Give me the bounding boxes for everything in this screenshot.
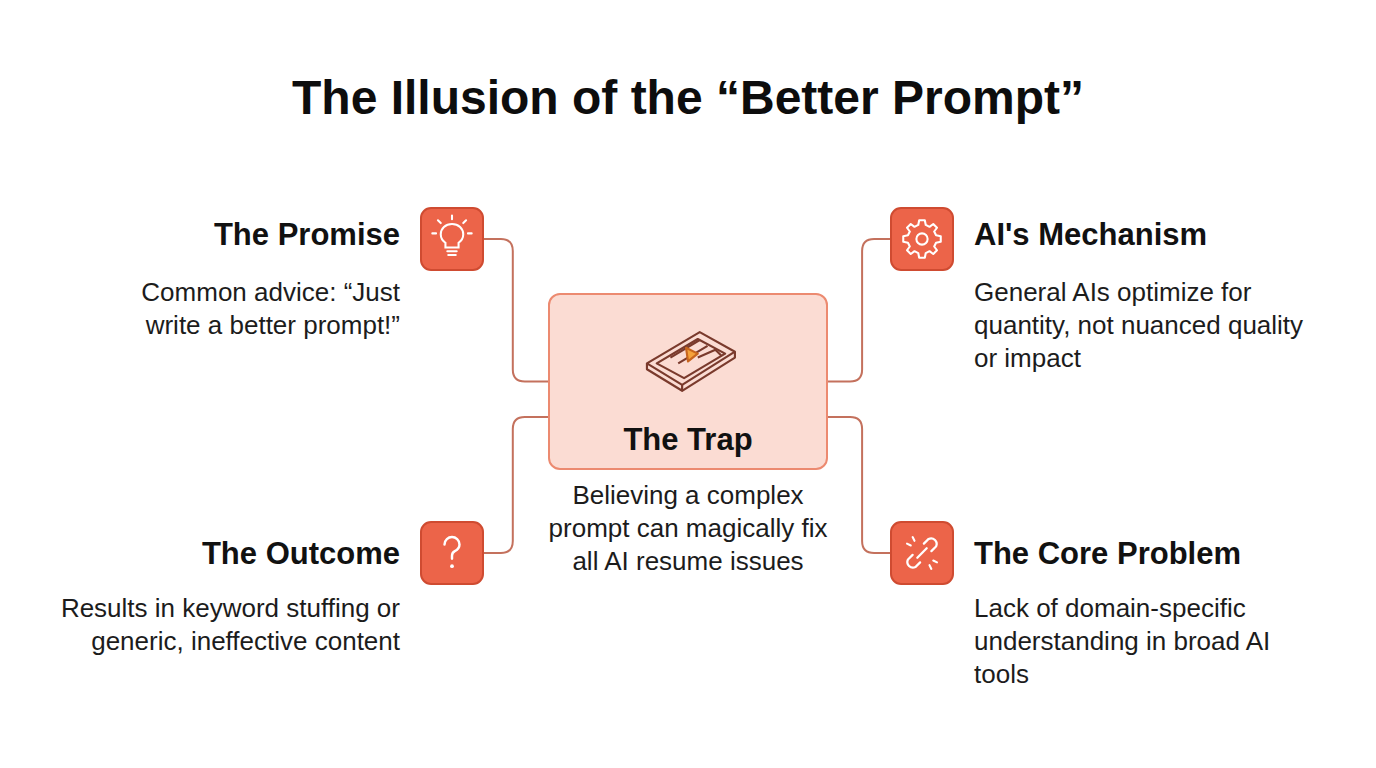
item-description: Believing a complex prompt can magically…	[538, 479, 838, 578]
item-icon	[422, 209, 482, 269]
item-heading: AI's Mechanism	[974, 217, 1207, 253]
item-heading: The Outcome	[202, 536, 400, 572]
core-problem-item: The Core ProblemLack of domain-specific …	[890, 521, 954, 585]
item-icon	[422, 523, 482, 583]
item-heading: The Core Problem	[974, 536, 1241, 572]
item-description: Lack of domain-specific understanding in…	[974, 592, 1314, 691]
item-heading: The Trap	[548, 422, 828, 458]
promise-item: The PromiseCommon advice: “Just write a …	[420, 207, 484, 271]
diagram-title: The Illusion of the “Better Prompt”	[0, 70, 1376, 125]
connector-line	[828, 239, 890, 382]
item-description: Results in keyword stuffing or generic, …	[50, 592, 400, 658]
connector-line	[484, 417, 548, 553]
item-icon	[892, 209, 952, 269]
connector-line	[828, 417, 890, 553]
item-description: General AIs optimize for quantity, not n…	[974, 276, 1314, 375]
outcome-item: The OutcomeResults in keyword stuffing o…	[420, 521, 484, 585]
item-description: Common advice: “Just write a better prom…	[100, 276, 400, 342]
item-heading: The Promise	[214, 217, 400, 253]
item-icon	[892, 523, 952, 583]
trap-box: The TrapBelieving a complex prompt can m…	[548, 293, 828, 470]
mechanism-item: AI's MechanismGeneral AIs optimize for q…	[890, 207, 954, 271]
connector-line	[484, 239, 548, 382]
